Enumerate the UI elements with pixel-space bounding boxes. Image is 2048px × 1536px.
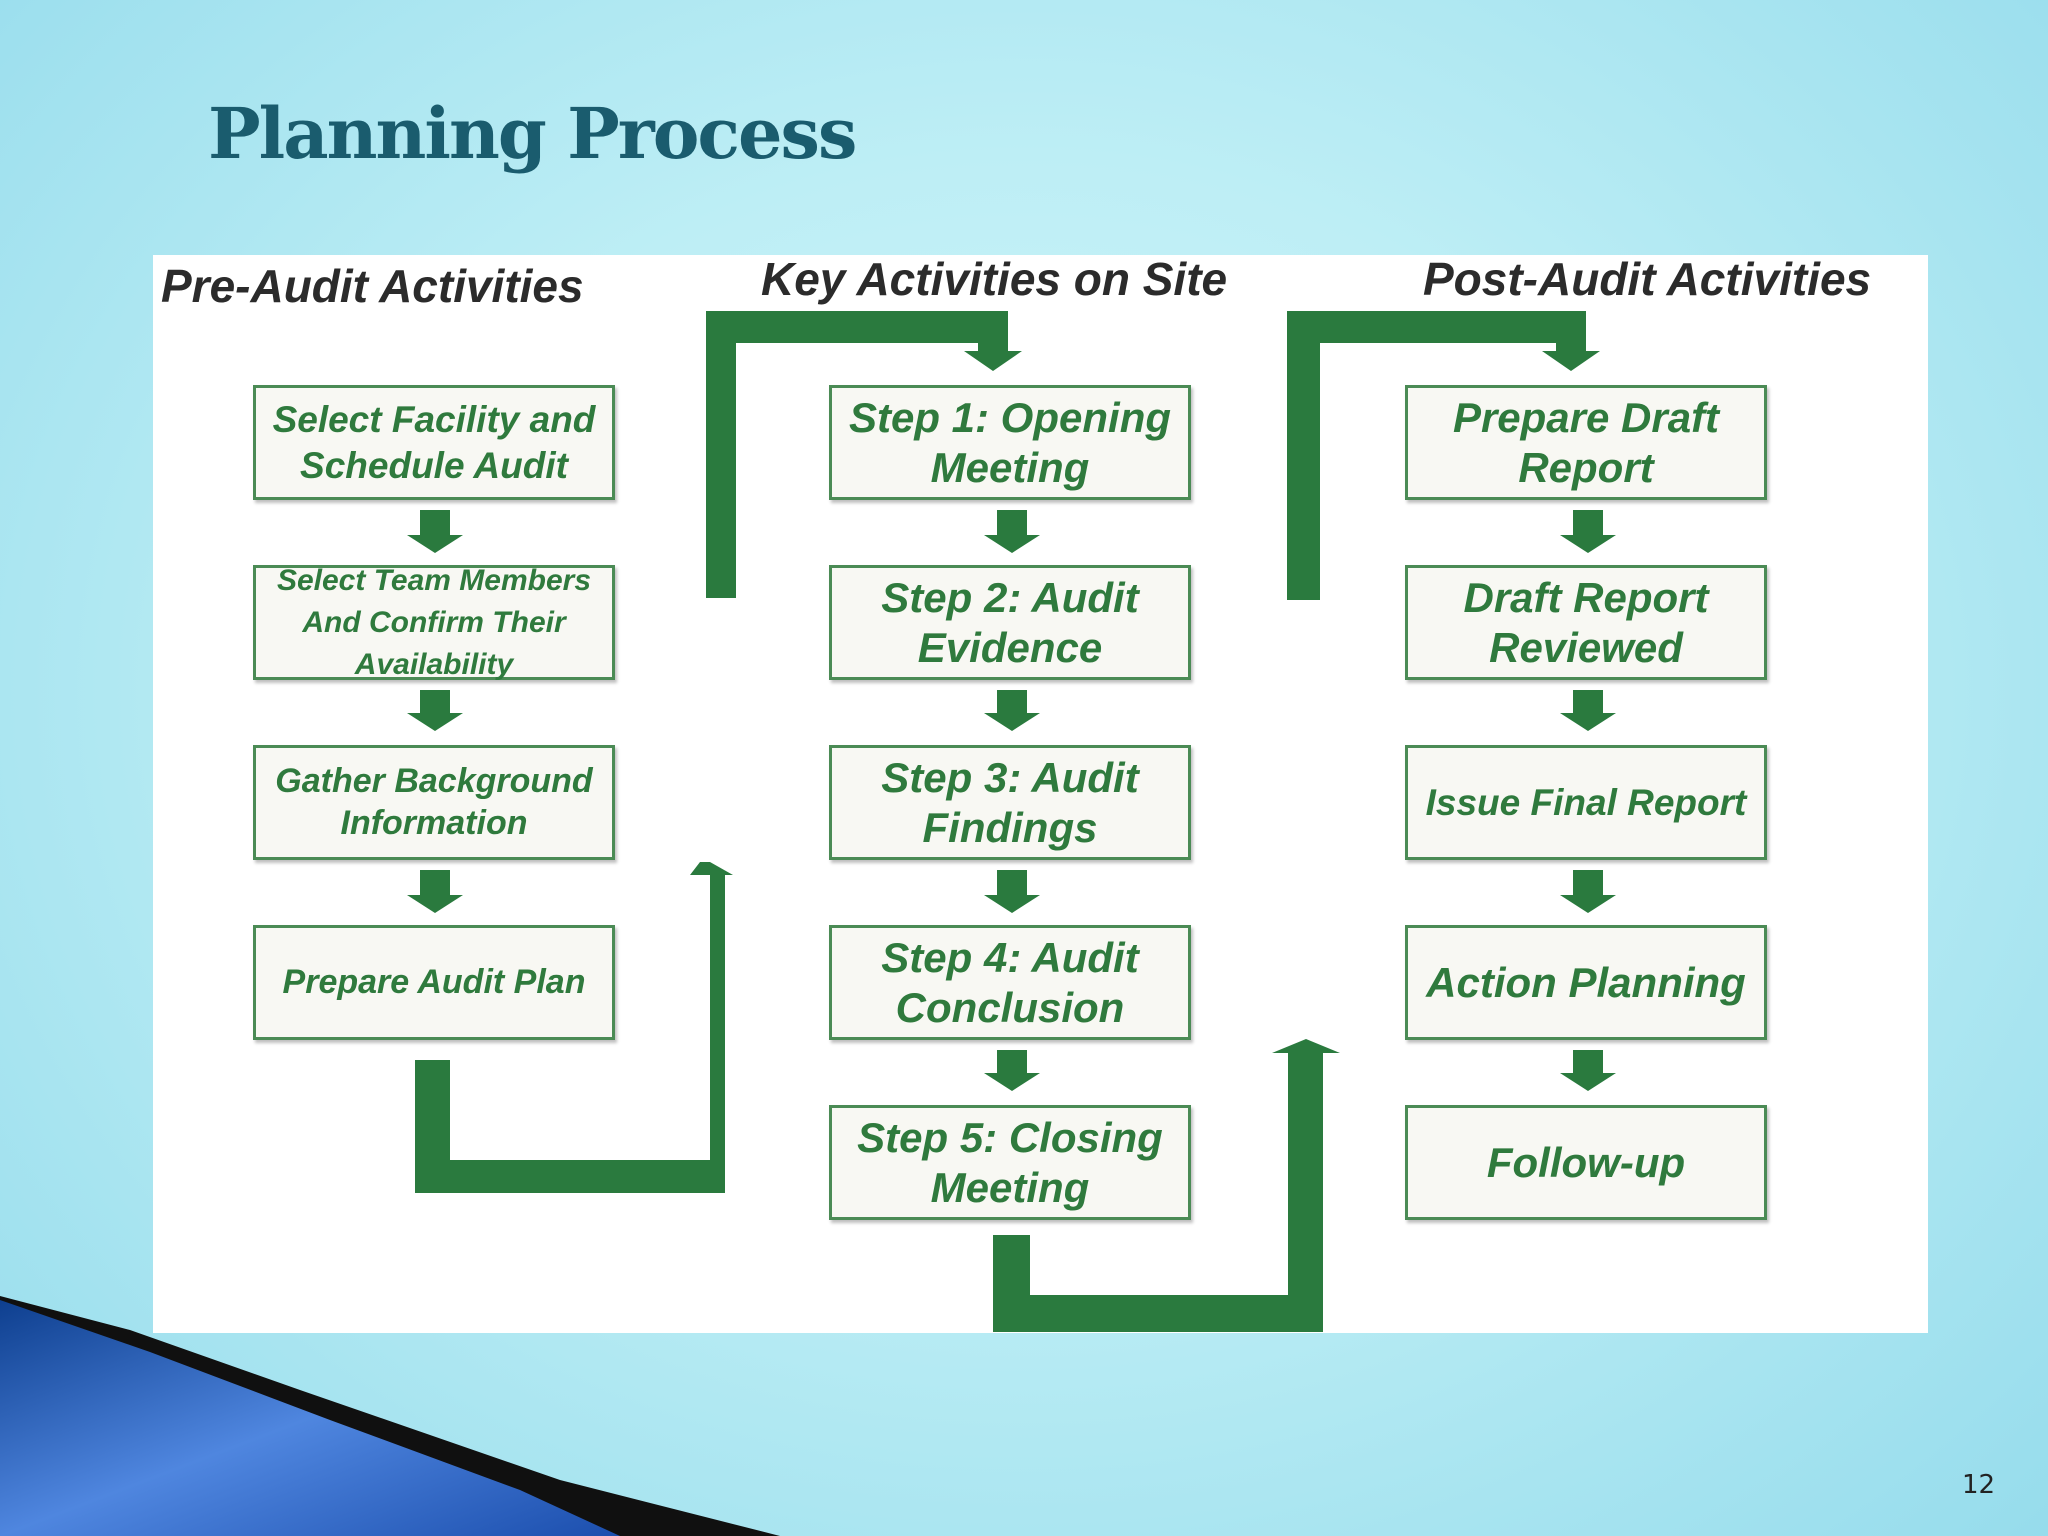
down-arrow-icon — [1560, 1050, 1616, 1091]
down-arrow-icon — [1560, 690, 1616, 731]
step-select-team: Select Team Members And Confirm Their Av… — [253, 564, 615, 681]
step-label: Action Planning — [1426, 958, 1746, 1006]
step-prepare-audit-plan: Prepare Audit Plan — [253, 925, 615, 1040]
down-arrow-icon — [1560, 510, 1616, 553]
slide-title: Planning Process — [208, 92, 857, 175]
connector-pre-to-site-bottom — [415, 862, 733, 1193]
step-audit-findings: Step 3: Audit Findings — [829, 745, 1191, 860]
step-label: Prepare Audit Plan — [282, 962, 586, 1001]
step-label: Step 3: Audit Findings — [881, 753, 1139, 851]
down-arrow-icon — [407, 870, 463, 913]
step-prepare-draft-report: Prepare Draft Report — [1405, 385, 1767, 500]
flow-arrows — [407, 311, 1616, 1332]
connector-site-to-post-bottom — [993, 1039, 1340, 1332]
step-follow-up: Follow-up — [1405, 1105, 1767, 1220]
step-label: Draft Report Reviewed — [1463, 573, 1709, 671]
header-post-audit: Post-Audit Activities — [1423, 253, 1872, 305]
step-select-facility: Select Facility and Schedule Audit — [253, 385, 615, 500]
step-label: Issue Final Report — [1425, 781, 1747, 823]
step-audit-evidence: Step 2: Audit Evidence — [829, 565, 1191, 680]
step-label: Follow-up — [1486, 1138, 1686, 1186]
down-arrow-icon — [984, 870, 1040, 913]
audit-process-diagram: Pre-Audit Activities Key Activities on S… — [153, 253, 1928, 1333]
down-arrow-icon — [984, 510, 1040, 553]
connector-pre-to-site-top — [706, 311, 1022, 598]
step-label: Prepare Draft Report — [1452, 393, 1720, 491]
page-number: 12 — [1962, 1470, 1996, 1500]
step-label: Step 4: Audit Conclusion — [881, 933, 1139, 1031]
header-key-activities: Key Activities on Site — [761, 253, 1228, 305]
step-issue-final-report: Issue Final Report — [1405, 745, 1767, 860]
down-arrow-icon — [407, 690, 463, 731]
connector-site-to-post-top — [1287, 311, 1600, 600]
step-label: Step 2: Audit Evidence — [881, 573, 1139, 671]
step-label: Step 1: Opening Meeting — [848, 393, 1171, 491]
step-gather-background: Gather Background Information — [253, 745, 615, 860]
step-closing-meeting: Step 5: Closing Meeting — [829, 1105, 1191, 1220]
step-draft-report-reviewed: Draft Report Reviewed — [1405, 565, 1767, 680]
step-audit-conclusion: Step 4: Audit Conclusion — [829, 925, 1191, 1040]
down-arrow-icon — [984, 690, 1040, 731]
down-arrow-icon — [407, 510, 463, 553]
down-arrow-icon — [984, 1050, 1040, 1091]
step-opening-meeting: Step 1: Opening Meeting — [829, 385, 1191, 500]
header-pre-audit: Pre-Audit Activities — [161, 260, 584, 312]
step-label: Select Team Members And Confirm Their Av… — [276, 563, 592, 681]
step-label: Step 5: Closing Meeting — [857, 1113, 1163, 1211]
step-label: Select Facility and Schedule Audit — [272, 399, 596, 486]
down-arrow-icon — [1560, 870, 1616, 913]
step-label: Gather Background Information — [275, 762, 593, 842]
step-action-planning: Action Planning — [1405, 925, 1767, 1040]
